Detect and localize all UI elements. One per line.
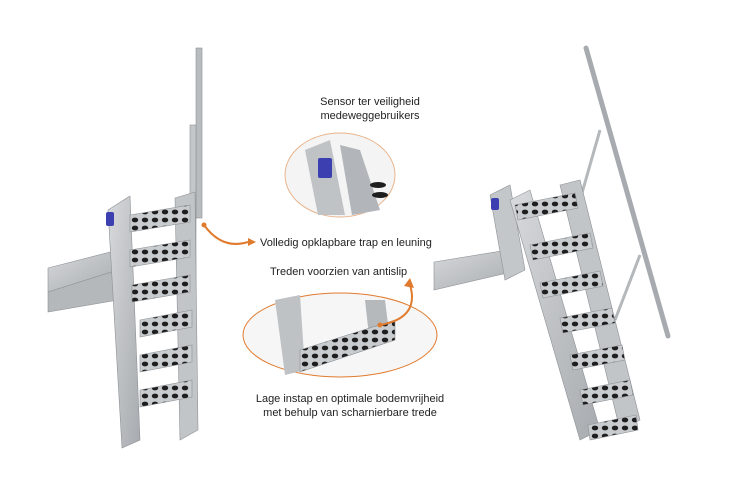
callout-sensor-line1: Sensor ter veiligheid [320,96,420,108]
callout-sensor: Sensor ter veiligheid medeweggebruikers [270,95,470,123]
callout-sensor-line2: medeweggebruikers [320,110,420,122]
step-detail [242,292,438,378]
arrow-foldable [203,224,249,245]
steps-left [129,204,193,408]
steps-right [514,192,639,441]
callout-low-step-line1: Lage instap en optimale bodemvrijheid [255,393,445,405]
sensor-detail [284,132,396,218]
arrow-antislip [379,284,413,326]
callout-low-step: Lage instap en optimale bodemvrijheid me… [240,392,460,420]
ladder-folded [47,47,203,449]
sensor-icon [106,212,114,226]
callout-foldable: Volledig opklapbare trap en leuning [260,237,432,249]
callout-low-step-line2: met behulp van scharnierbare trede [263,407,437,419]
callout-antislip: Treden voorzien van antislip [270,266,408,278]
sensor-icon-right [491,198,499,210]
ladder-deployed [433,45,671,441]
